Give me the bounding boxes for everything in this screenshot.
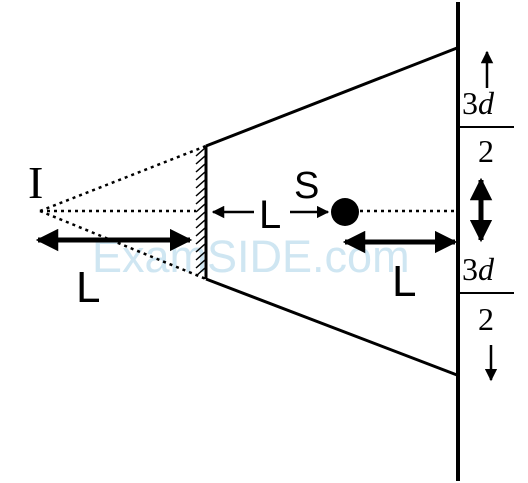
lower-fraction: 3d 2	[460, 251, 514, 337]
upper-fraction-variable: d	[478, 85, 495, 121]
lower-fraction-denominator: 2	[478, 301, 494, 337]
upper-fraction-number: 3	[462, 85, 478, 121]
lower-fraction-variable: d	[478, 251, 495, 287]
svg-text:3d: 3d	[462, 85, 495, 121]
mirror	[195, 146, 208, 279]
lower-fraction-number: 3	[462, 251, 478, 287]
source-label: S	[294, 165, 319, 207]
image-point-label: I	[28, 157, 43, 208]
source-dot	[331, 198, 359, 226]
upper-fraction: 3d 2	[460, 85, 514, 169]
upper-fraction-denominator: 2	[478, 133, 494, 169]
upper-reflected-ray	[205, 46, 458, 148]
upper-virtual-ray	[39, 144, 207, 213]
lower-virtual-ray	[39, 209, 207, 281]
lower-reflected-ray	[205, 277, 458, 377]
left-distance-label: L	[76, 263, 100, 312]
svg-text:3d: 3d	[462, 251, 495, 287]
right-distance-label: L	[392, 257, 416, 306]
mid-distance-label: L	[259, 193, 281, 237]
